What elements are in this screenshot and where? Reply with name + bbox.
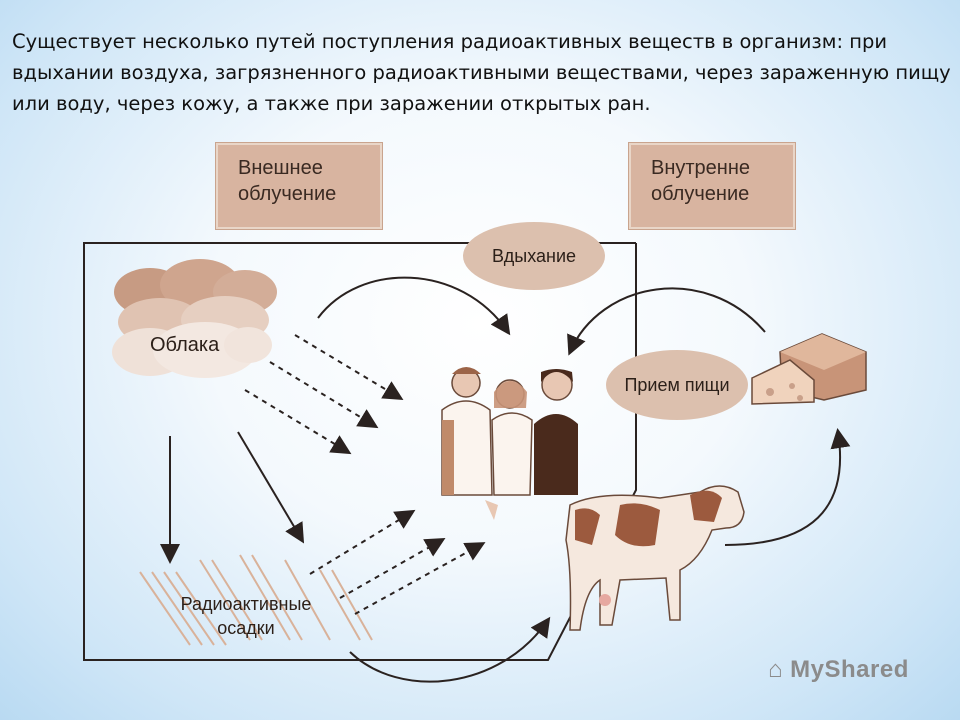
external-exposure-label: Внешнее облучение	[238, 157, 337, 205]
dashed-arrow-1	[294, 334, 404, 401]
internal-exposure-box: Внутренне облучение	[629, 143, 795, 229]
people-icon	[441, 367, 578, 520]
dashed-arrow-5	[339, 538, 446, 599]
diagram-frame	[83, 242, 637, 661]
inhalation-label: Вдыхание	[491, 245, 577, 266]
food-intake-label: Прием пищи	[624, 374, 730, 395]
clouds-label: Облака	[150, 334, 220, 356]
watermark-logo-icon: ⌂	[768, 656, 791, 683]
arrow-food-to-people	[567, 287, 766, 356]
bread-cheese-icon	[751, 333, 867, 405]
clouds-icon	[112, 259, 277, 378]
dashed-arrow-4	[309, 509, 416, 575]
fallout-lines-icon	[139, 554, 373, 646]
dashed-arrow-2	[269, 361, 379, 429]
food-intake-oval: Прием пищи	[606, 350, 748, 420]
inhalation-oval: Вдыхание	[463, 222, 605, 290]
dashed-arrow-3	[244, 389, 352, 455]
internal-exposure-label: Внутренне облучение	[651, 157, 751, 205]
cow-icon	[565, 485, 745, 631]
intro-text: Существует несколько путей поступления р…	[12, 30, 951, 115]
arrow-inhalation	[317, 276, 511, 336]
watermark: ⌂ MyShared	[768, 656, 909, 684]
arrow-clouds-to-fallout-diagonal	[237, 431, 305, 544]
watermark-text: MyShared	[790, 656, 909, 683]
arrow-fallout-to-cow	[349, 616, 551, 683]
arrow-cow-to-food	[724, 428, 851, 546]
fallout-label: Радиоактивные осадки	[180, 594, 312, 638]
dashed-arrow-6	[354, 542, 486, 615]
external-exposure-box: Внешнее облучение	[216, 143, 382, 229]
